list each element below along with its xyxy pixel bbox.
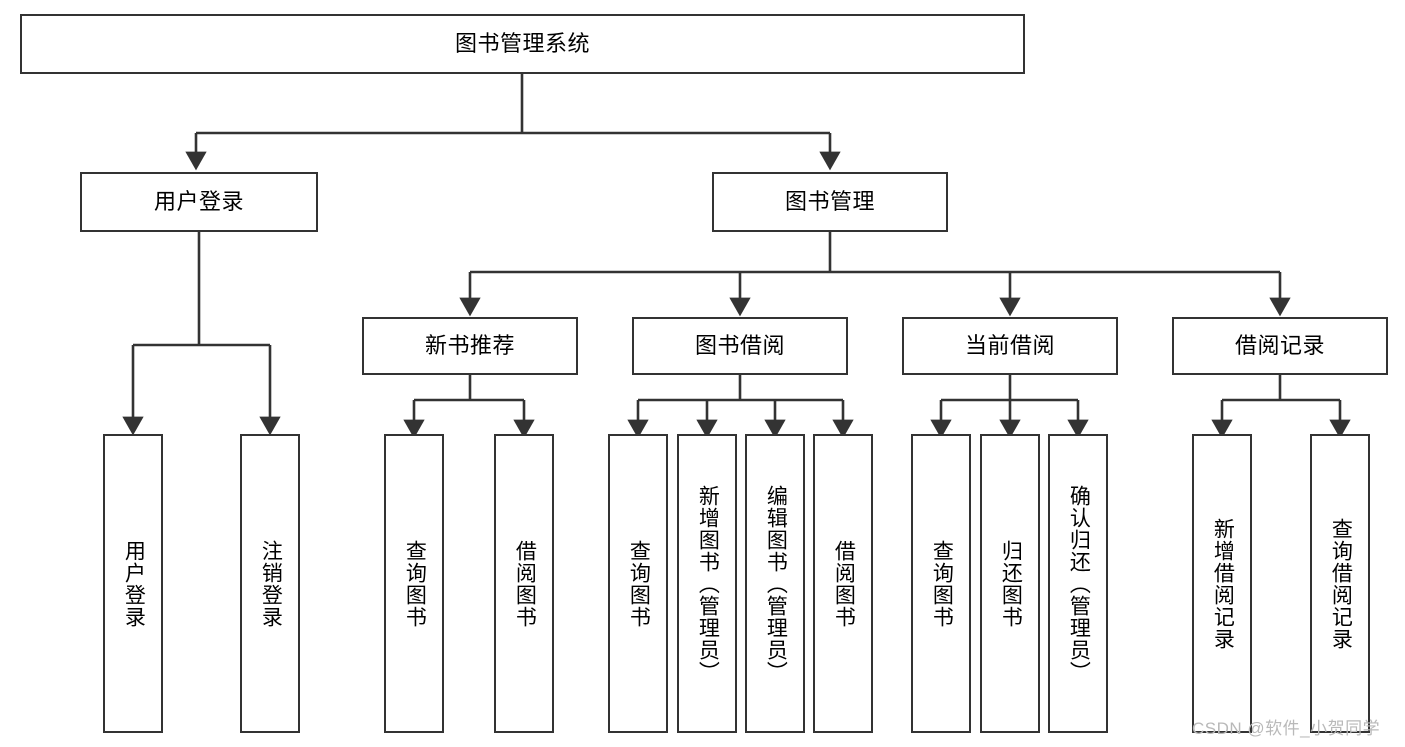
- node-leaf-current-borrow-return[interactable]: 归还图书: [980, 434, 1040, 733]
- node-label: 新增图书（管理员）: [696, 484, 720, 683]
- node-leaf-current-borrow-confirm-return[interactable]: 确认归还（管理员）: [1048, 434, 1108, 733]
- watermark-text: CSDN @软件_小贺同学: [1192, 719, 1381, 738]
- node-new-book-recommend[interactable]: 新书推荐: [362, 317, 578, 375]
- node-leaf-user-login-logout[interactable]: 注销登录: [240, 434, 300, 733]
- node-current-borrow[interactable]: 当前借阅: [902, 317, 1118, 375]
- node-label: 新书推荐: [424, 332, 515, 358]
- node-user-login[interactable]: 用户登录: [80, 172, 318, 232]
- node-book-borrow[interactable]: 图书借阅: [632, 317, 848, 375]
- node-label: 用户登录: [153, 188, 244, 214]
- node-label: 查询借阅记录: [1329, 517, 1353, 650]
- node-label: 图书管理系统: [454, 30, 590, 56]
- node-leaf-borrow-record-query[interactable]: 查询借阅记录: [1310, 434, 1370, 733]
- node-leaf-book-borrow-borrow[interactable]: 借阅图书: [813, 434, 873, 733]
- node-label: 新增借阅记录: [1211, 517, 1235, 650]
- node-label: 借阅图书: [832, 539, 856, 628]
- node-label: 归还图书: [999, 539, 1023, 628]
- node-label: 图书借阅: [694, 332, 785, 358]
- node-label: 借阅图书: [513, 539, 537, 628]
- node-leaf-book-borrow-edit[interactable]: 编辑图书（管理员）: [745, 434, 805, 733]
- node-leaf-current-borrow-query[interactable]: 查询图书: [911, 434, 971, 733]
- node-label: 确认归还（管理员）: [1067, 484, 1091, 683]
- node-label: 查询图书: [930, 539, 954, 628]
- node-leaf-new-book-query[interactable]: 查询图书: [384, 434, 444, 733]
- node-label: 注销登录: [259, 539, 283, 628]
- node-label: 当前借阅: [964, 332, 1055, 358]
- node-label: 查询图书: [627, 539, 651, 628]
- node-leaf-book-borrow-add[interactable]: 新增图书（管理员）: [677, 434, 737, 733]
- node-leaf-new-book-borrow[interactable]: 借阅图书: [494, 434, 554, 733]
- node-root-book-management-system[interactable]: 图书管理系统: [20, 14, 1025, 74]
- node-leaf-user-login-login[interactable]: 用户登录: [103, 434, 163, 733]
- node-label: 借阅记录: [1234, 332, 1325, 358]
- node-label: 编辑图书（管理员）: [764, 484, 788, 683]
- node-label: 查询图书: [403, 539, 427, 628]
- node-borrow-record[interactable]: 借阅记录: [1172, 317, 1388, 375]
- node-leaf-borrow-record-add[interactable]: 新增借阅记录: [1192, 434, 1252, 733]
- node-book-management[interactable]: 图书管理: [712, 172, 948, 232]
- node-label: 用户登录: [122, 539, 146, 628]
- node-label: 图书管理: [784, 188, 875, 214]
- node-leaf-book-borrow-query[interactable]: 查询图书: [608, 434, 668, 733]
